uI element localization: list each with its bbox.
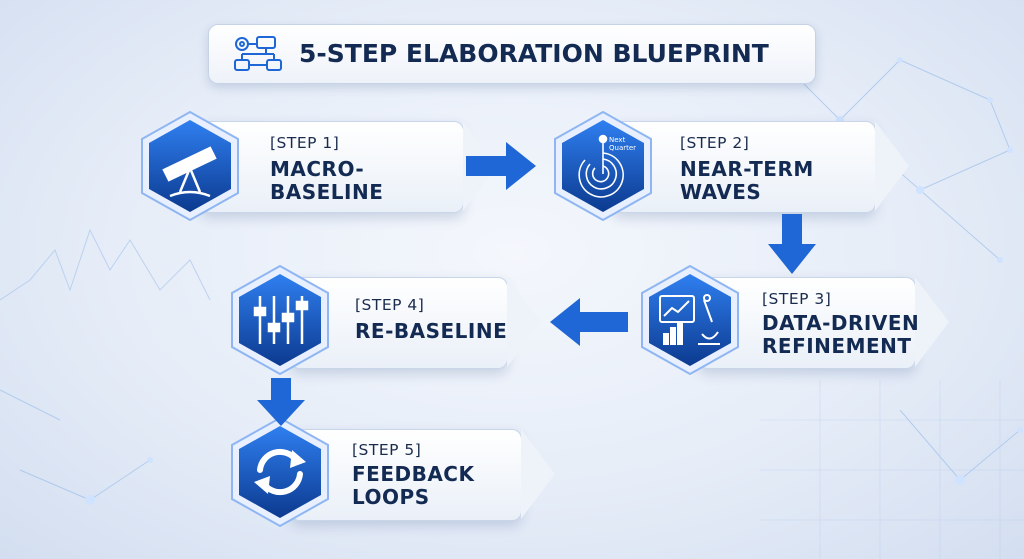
process-flow-icon — [234, 36, 282, 71]
step-1-title-line2: BASELINE — [270, 180, 384, 204]
arrow-step3-to-step4 — [550, 298, 628, 346]
chart-microscope-icon — [659, 294, 720, 345]
step-1-title-line1: MACRO- — [270, 157, 365, 181]
step-3-title-line1: DATA-DRIVEN — [762, 311, 920, 335]
arrow-step2-to-step3 — [768, 214, 816, 274]
step-2-card — [612, 121, 909, 213]
step-2-hexagon: Next Quarter — [554, 110, 652, 222]
step-2-title-line2: WAVES — [680, 180, 762, 204]
step-5-hexagon — [231, 416, 329, 528]
step-5-label: [STEP 5] — [352, 441, 422, 459]
sliders-icon — [253, 296, 309, 344]
arrow-step1-to-step2 — [466, 142, 536, 190]
step-3-label: [STEP 3] — [762, 290, 832, 308]
step-5-title-line1: FEEDBACK — [352, 462, 475, 486]
radar-waves-icon — [578, 134, 624, 198]
step-2-icon-text-line1: Next — [609, 136, 626, 144]
step-3-title-line2: REFINEMENT — [762, 334, 912, 358]
step-4-hexagon — [231, 264, 329, 376]
step-2-title-line1: NEAR-TERM — [680, 157, 814, 181]
arrow-step4-to-step5 — [257, 378, 305, 426]
step-5-title-line2: LOOPS — [352, 485, 430, 509]
step-4-title-line1: RE-BASELINE — [355, 319, 508, 343]
step-2-icon-text-line2: Quarter — [609, 144, 636, 152]
step-3-hexagon — [641, 264, 739, 376]
page-title: 5-STEP ELABORATION BLUEPRINT — [299, 39, 769, 68]
step-1-label: [STEP 1] — [270, 134, 340, 152]
step-2-label: [STEP 2] — [680, 134, 750, 152]
telescope-icon — [162, 146, 217, 198]
step-1-hexagon — [141, 110, 239, 222]
step-4-label: [STEP 4] — [355, 296, 425, 314]
title-card: 5-STEP ELABORATION BLUEPRINT — [208, 24, 816, 84]
